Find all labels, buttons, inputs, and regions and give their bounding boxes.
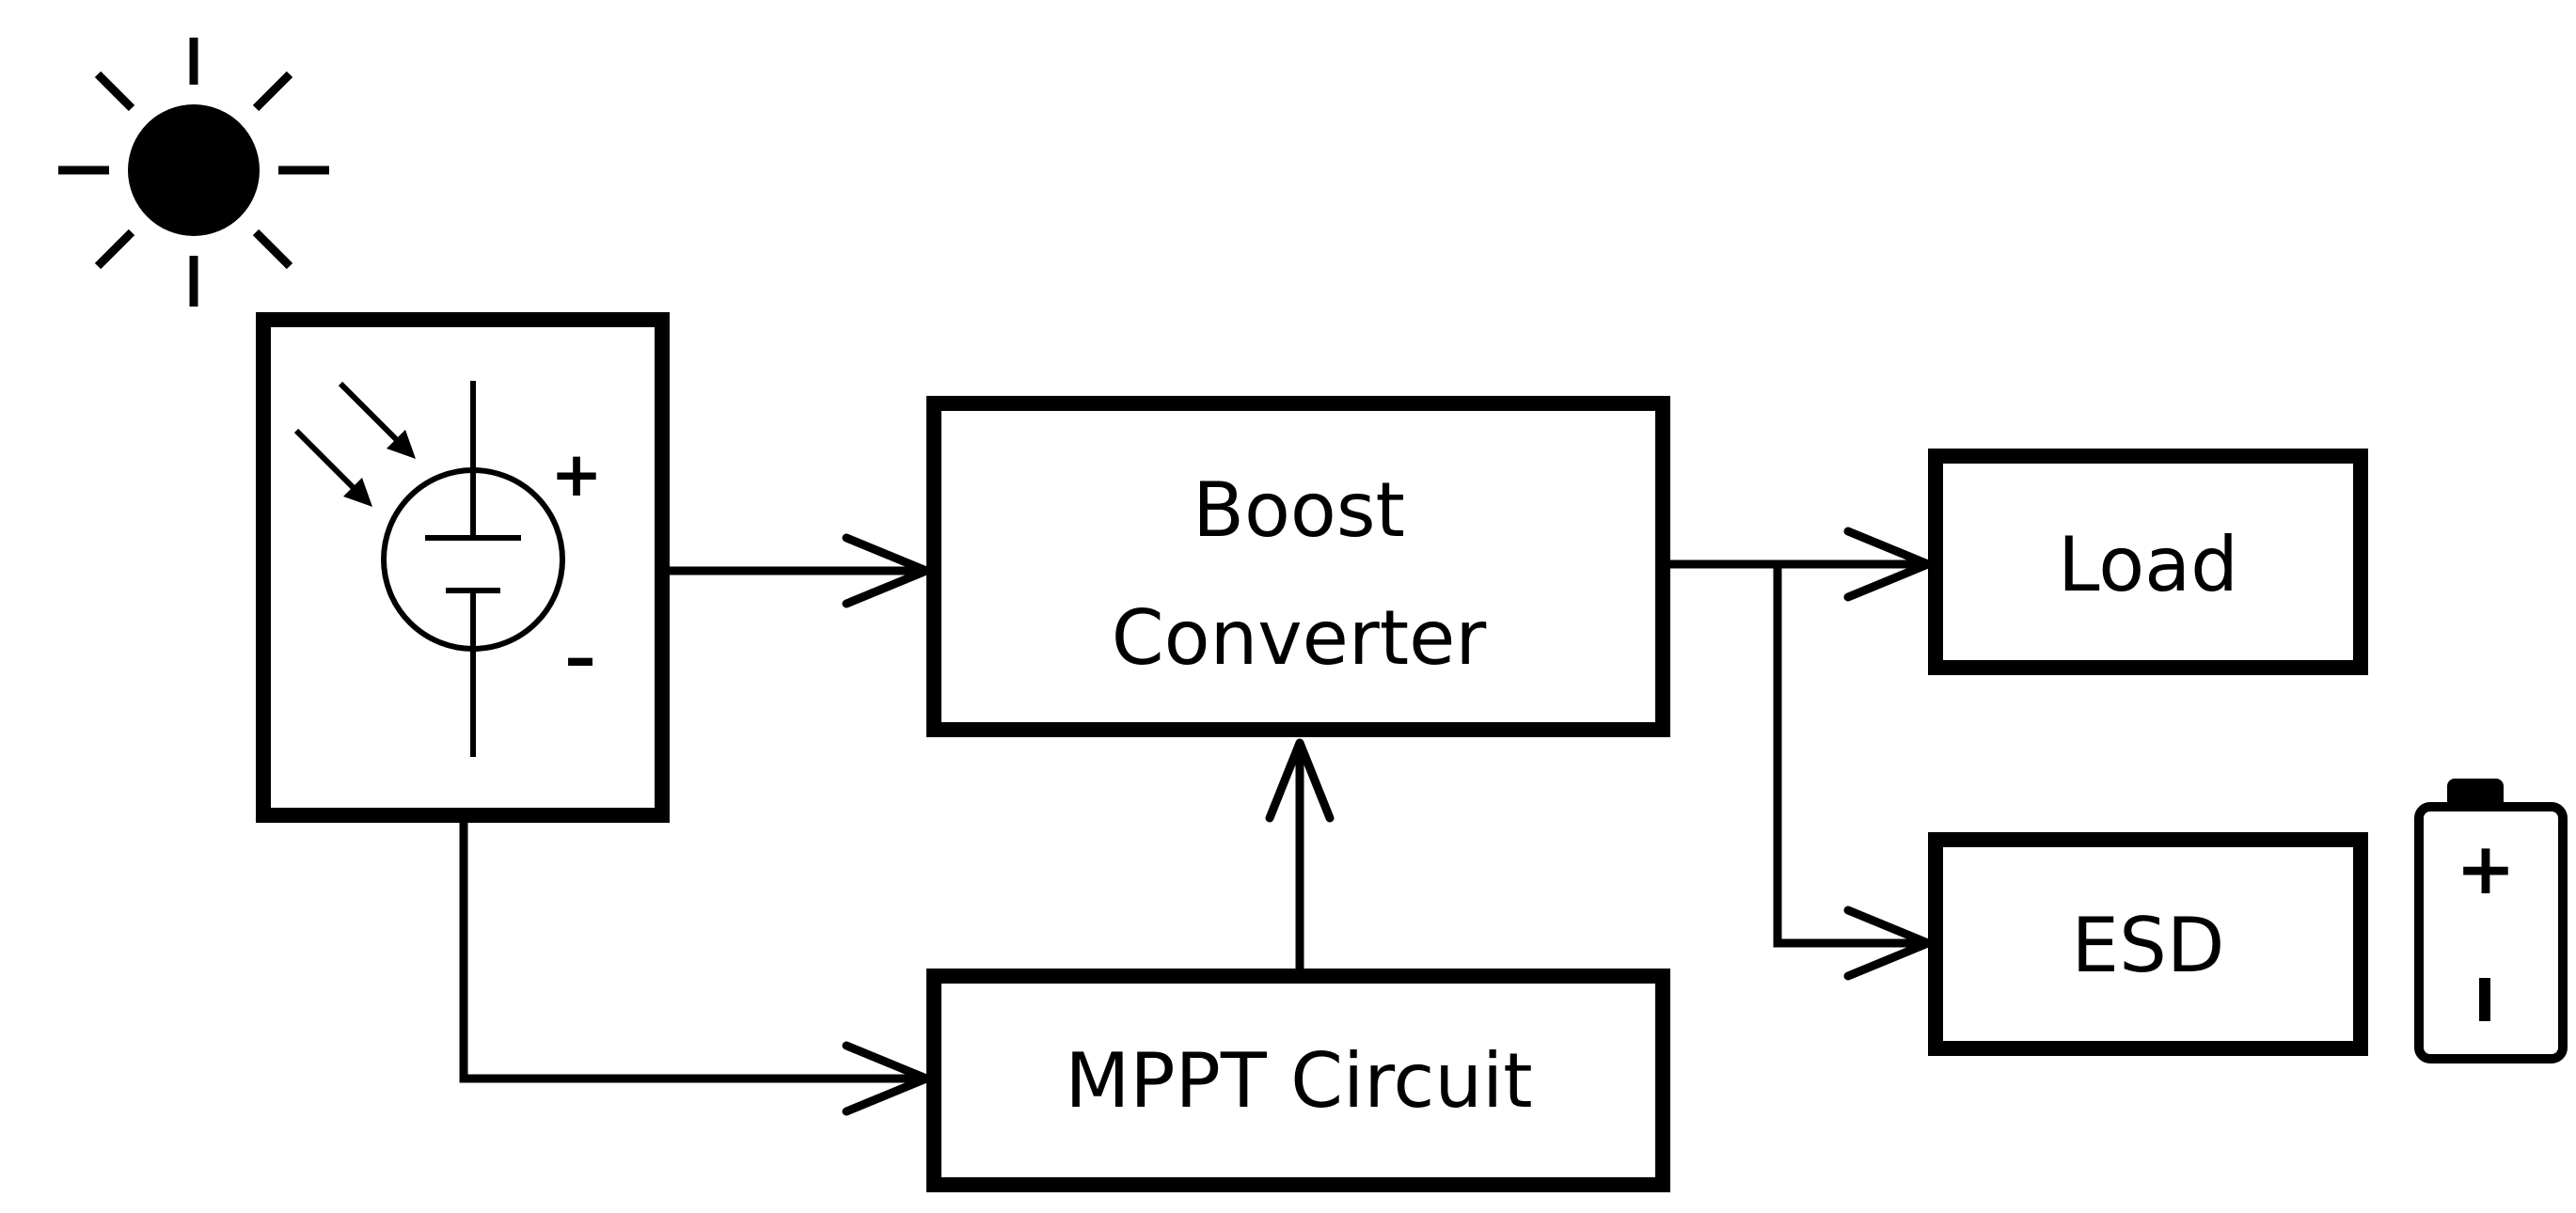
load-label: Load	[2058, 521, 2238, 608]
boost-converter-label-line1: Boost	[1193, 466, 1405, 554]
boost-converter-block: Boost Converter	[926, 396, 1670, 737]
esd-block: ESD	[1928, 832, 2368, 1056]
battery-plus-sign: +	[2456, 827, 2516, 910]
pv-cell-box	[256, 312, 670, 823]
esd-label: ESD	[2072, 902, 2225, 989]
pv-cell-icon	[293, 381, 565, 757]
battery-minus-sign	[2479, 978, 2490, 1021]
mppt-circuit-label: MPPT Circuit	[1065, 1037, 1532, 1125]
pv-cell-block: + –	[256, 312, 670, 823]
wire-pv-to-mppt	[459, 823, 926, 1083]
load-block: Load	[1928, 449, 2368, 675]
wire-boost-to-esd	[1773, 564, 1928, 948]
battery-icon: +	[2414, 779, 2568, 1063]
esd-box	[1928, 832, 2368, 1056]
load-box	[1928, 449, 2368, 675]
mppt-circuit-block: MPPT Circuit	[926, 969, 1670, 1192]
boost-converter-label-line2: Converter	[1112, 594, 1487, 682]
mppt-circuit-box	[926, 969, 1670, 1192]
boost-converter-box	[926, 396, 1670, 737]
sun-icon	[58, 38, 329, 307]
pv-plus-sign: +	[550, 438, 602, 511]
pv-minus-sign: –	[565, 622, 596, 694]
arrowhead-boost-control	[1265, 738, 1335, 823]
